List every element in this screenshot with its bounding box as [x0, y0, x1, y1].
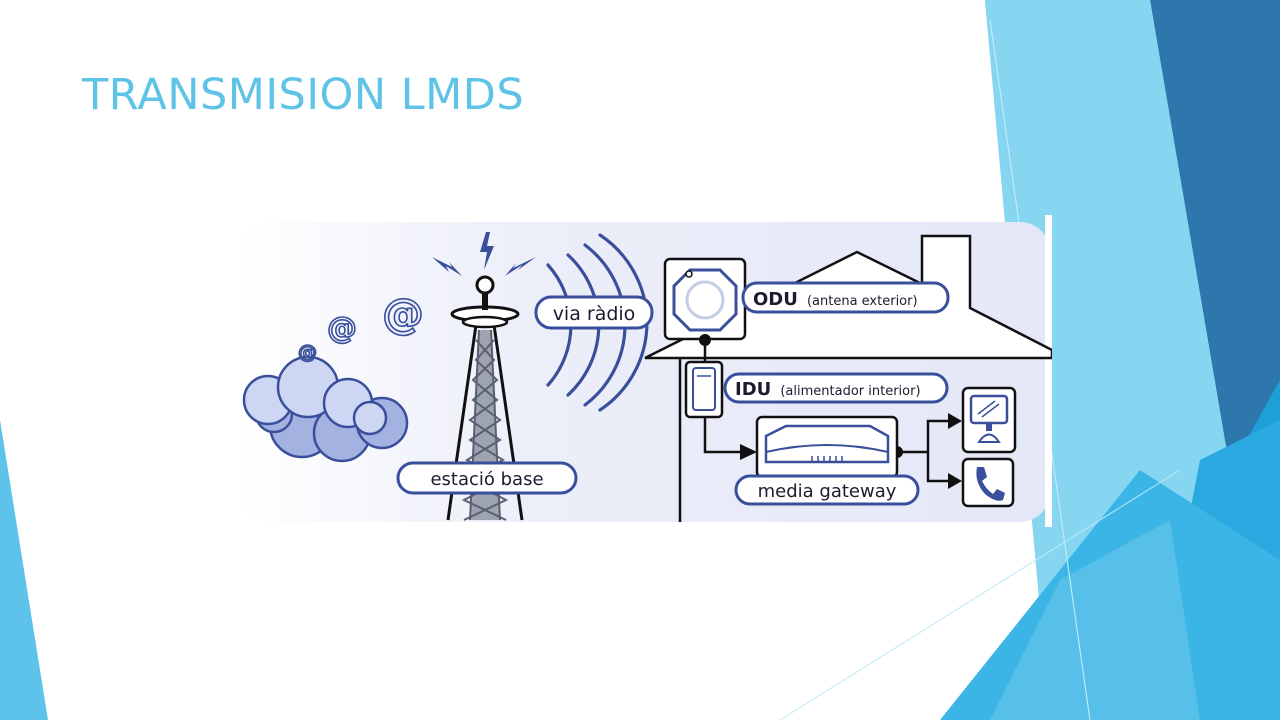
via-radio-text: via ràdio [553, 303, 636, 325]
left-decoration [0, 420, 48, 720]
lmds-diagram: @ @ @ via ràd [240, 215, 1052, 527]
idu-device-icon [684, 360, 724, 419]
phone-icon [961, 457, 1015, 508]
base-station-text: estació base [430, 469, 543, 490]
base-station-label: estació base [396, 461, 578, 495]
via-radio-label: via ràdio [534, 295, 654, 330]
svg-text:@: @ [327, 311, 357, 346]
svg-text:@: @ [382, 289, 424, 338]
svg-text:IDU (alimentador interio: IDU (alimentador interior) [735, 379, 921, 400]
odu-label: ODU (antena exterior) [741, 281, 950, 314]
odu-main-text: ODU [753, 289, 798, 310]
computer-icon [961, 386, 1017, 454]
odu-antenna-icon [663, 257, 747, 341]
slide-title: TRANSMISION LMDS [82, 70, 525, 120]
media-gateway-text: media gateway [758, 481, 897, 502]
idu-label: IDU (alimentador interior) [723, 372, 949, 404]
media-gateway-label: media gateway [734, 474, 920, 506]
signal-bolts [432, 232, 536, 276]
odu-detail-text: (antena exterior) [807, 294, 918, 309]
email-at-icons: @ @ @ [297, 288, 425, 364]
idu-detail-text: (alimentador interior) [780, 384, 920, 399]
svg-text:@: @ [298, 341, 317, 363]
idu-main-text: IDU [735, 379, 771, 400]
media-gateway-icon [755, 415, 899, 479]
svg-text:ODU (antena exterior): ODU (antena exterior) [753, 289, 918, 310]
internet-cloud-icon [242, 355, 409, 463]
right-decoration [779, 0, 1280, 720]
